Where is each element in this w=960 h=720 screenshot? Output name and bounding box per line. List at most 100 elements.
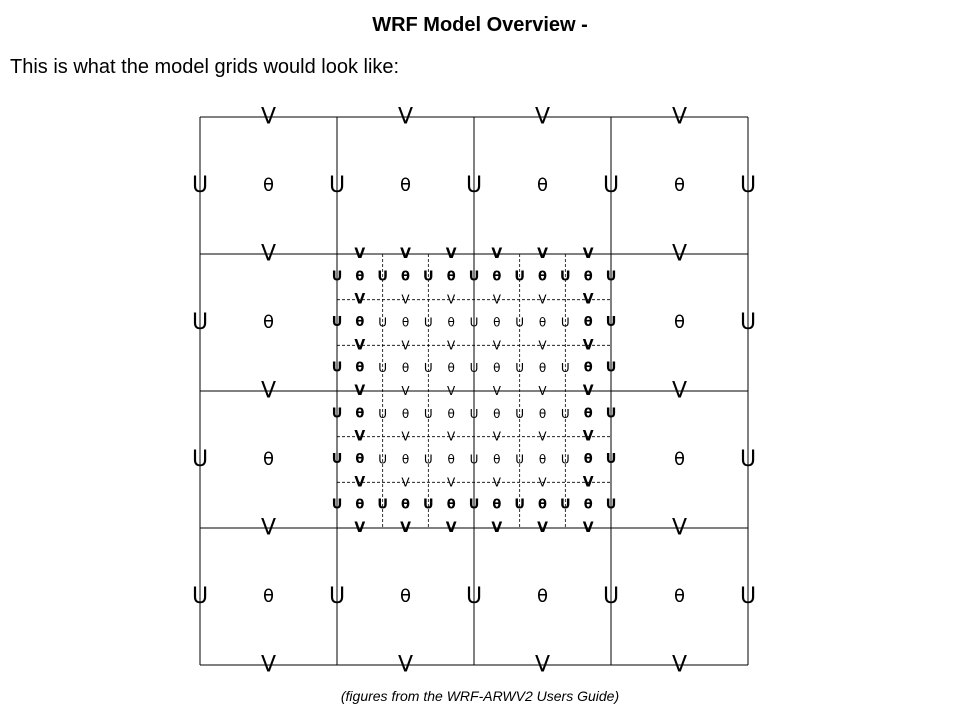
nest-u-point: U [424, 453, 433, 467]
nest-v-point: V [354, 292, 365, 308]
nest-v-point: V [491, 520, 502, 536]
nest-theta-point: θ [584, 361, 593, 376]
coarse-u-point: U [740, 310, 756, 335]
nest-u-point: U [378, 453, 387, 467]
coarse-v-point: V [672, 379, 687, 404]
coarse-v-point: V [261, 653, 276, 678]
nest-v-point: V [583, 474, 594, 490]
nest-u-point: U [606, 498, 617, 513]
nest-theta-point: θ [402, 407, 409, 421]
nest-u-point: U [378, 407, 387, 421]
nest-theta-point: θ [355, 315, 364, 330]
nest-u-point: U [606, 406, 617, 421]
nest-v-point: V [583, 292, 594, 308]
nest-v-point: V [491, 246, 502, 262]
nest-v-point: V [538, 384, 547, 398]
nest-u-point: U [424, 361, 433, 375]
nest-theta-point: θ [401, 498, 410, 513]
coarse-u-point: U [192, 173, 208, 198]
nest-u-point: U [332, 452, 343, 467]
nest-theta-point: θ [402, 453, 409, 467]
nest-theta-point: θ [355, 498, 364, 513]
nest-theta-point: θ [493, 407, 500, 421]
nest-v-point: V [537, 246, 548, 262]
nest-theta-point: θ [493, 361, 500, 375]
nest-v-point: V [493, 338, 502, 352]
nest-u-point: U [424, 407, 433, 421]
coarse-theta-point: θ [537, 586, 548, 607]
nest-u-point: U [470, 361, 479, 375]
nest-theta-point: θ [355, 452, 364, 467]
nest-v-point: V [537, 520, 548, 536]
nest-v-point: V [354, 337, 365, 353]
nest-v-point: V [447, 430, 456, 444]
nest-v-point: V [447, 293, 456, 307]
coarse-u-point: U [740, 173, 756, 198]
nest-v-point: V [354, 474, 365, 490]
nest-v-point: V [447, 475, 456, 489]
coarse-u-point: U [192, 447, 208, 472]
nest-u-point: U [514, 269, 525, 284]
nest-u-point: U [423, 498, 434, 513]
page-title: WRF Model Overview - [372, 14, 588, 36]
nest-theta-point: θ [447, 361, 454, 375]
nest-v-point: V [446, 520, 457, 536]
nest-v-point: V [400, 246, 411, 262]
nest-theta-point: θ [584, 406, 593, 421]
coarse-theta-point: θ [263, 586, 274, 607]
nest-u-point: U [470, 316, 479, 330]
nest-u-point: U [378, 316, 387, 330]
nest-theta-point: θ [447, 498, 456, 513]
nest-v-point: V [401, 430, 410, 444]
figure-caption: (figures from the WRF-ARWV2 Users Guide) [340, 688, 620, 704]
nest-v-point: V [446, 246, 457, 262]
nest-u-point: U [560, 269, 571, 284]
nest-theta-point: θ [539, 407, 546, 421]
nest-theta-point: θ [355, 361, 364, 376]
nest-u-point: U [515, 361, 524, 375]
coarse-theta-point: θ [263, 312, 274, 333]
nest-u-point: U [332, 315, 343, 330]
nest-u-point: U [332, 361, 343, 376]
nest-v-point: V [583, 337, 594, 353]
nest-u-point: U [515, 453, 524, 467]
nest-theta-point: θ [355, 269, 364, 284]
coarse-v-point: V [672, 242, 687, 267]
nest-theta-point: θ [539, 361, 546, 375]
coarse-u-point: U [192, 584, 208, 609]
nest-v-point: V [493, 293, 502, 307]
nest-v-point: V [493, 384, 502, 398]
nest-u-point: U [423, 269, 434, 284]
nest-v-point: V [401, 293, 410, 307]
nest-u-point: U [606, 452, 617, 467]
nest-u-point: U [561, 453, 570, 467]
nest-v-point: V [400, 520, 411, 536]
nest-v-point: V [354, 383, 365, 399]
nest-v-point: V [493, 475, 502, 489]
coarse-u-point: U [329, 173, 345, 198]
nest-theta-point: θ [492, 269, 501, 284]
nest-theta-point: θ [447, 453, 454, 467]
nest-theta-point: θ [355, 406, 364, 421]
nest-u-point: U [514, 498, 525, 513]
nest-u-point: U [515, 407, 524, 421]
nest-u-point: U [470, 407, 479, 421]
nest-u-point: U [470, 453, 479, 467]
nest-theta-point: θ [447, 316, 454, 330]
nest-theta-point: θ [539, 316, 546, 330]
nest-theta-point: θ [584, 315, 593, 330]
nest-theta-point: θ [538, 269, 547, 284]
nest-u-point: U [561, 361, 570, 375]
nest-theta-point: θ [492, 498, 501, 513]
nest-v-point: V [538, 338, 547, 352]
coarse-u-point: U [603, 173, 619, 198]
coarse-theta-point: θ [263, 449, 274, 470]
nest-v-point: V [401, 384, 410, 398]
nest-v-point: V [583, 246, 594, 262]
nest-theta-point: θ [584, 498, 593, 513]
nest-theta-point: θ [538, 498, 547, 513]
nest-u-point: U [515, 316, 524, 330]
nest-u-point: U [378, 361, 387, 375]
